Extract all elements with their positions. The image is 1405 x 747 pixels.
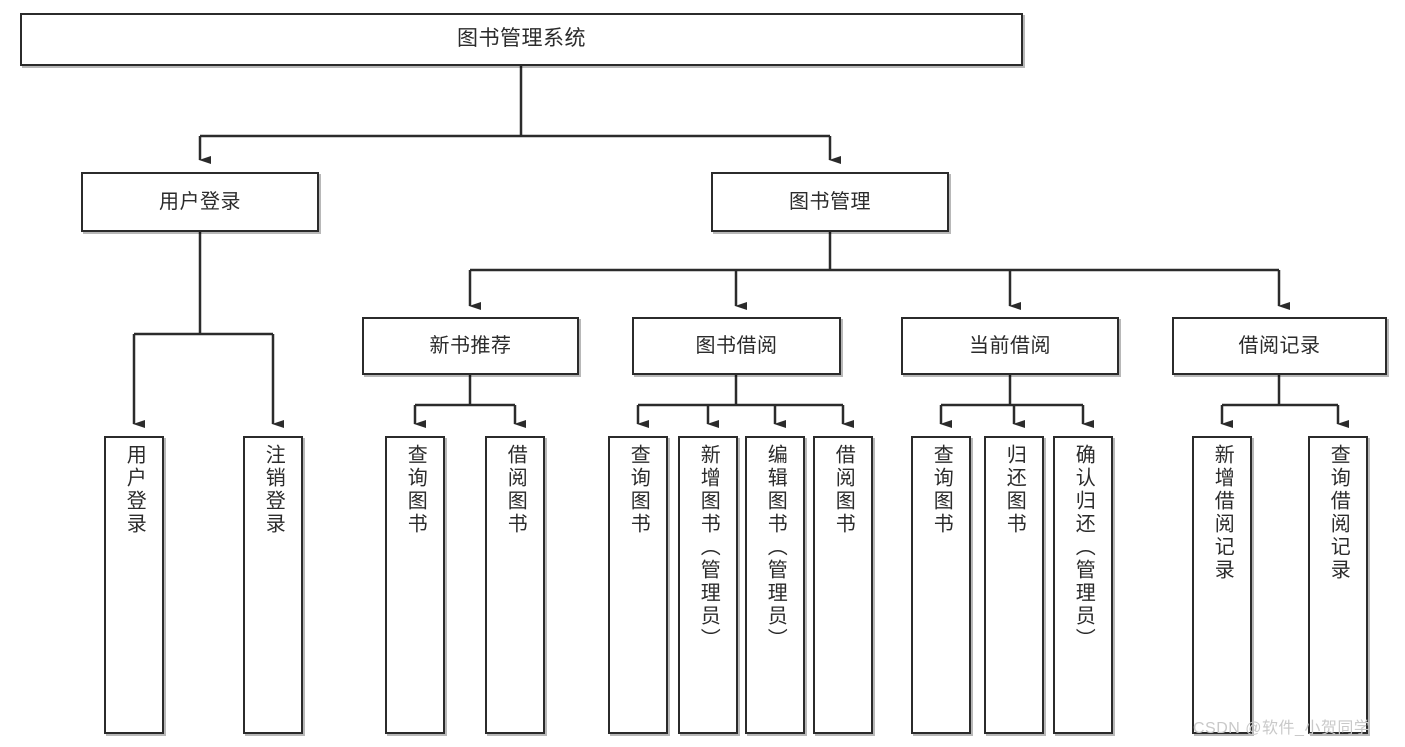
node-leaf-label: 用户登录 — [123, 444, 146, 536]
node-leaf-user-login[interactable]: 用户登录 — [104, 436, 164, 734]
node-leaf-label: 注销登录 — [262, 444, 285, 536]
node-leaf-label: 借阅图书 — [832, 444, 855, 536]
node-leaf-label: 借阅图书 — [504, 444, 527, 536]
node-new-book-recommend[interactable]: 新书推荐 — [362, 317, 579, 375]
node-leaf-query-book-1[interactable]: 查询图书 — [385, 436, 445, 734]
node-leaf-label: 新增借阅记录 — [1211, 444, 1234, 582]
node-user-login[interactable]: 用户登录 — [81, 172, 319, 232]
node-leaf-edit-book[interactable]: 编辑图书（管理员） — [745, 436, 805, 734]
node-book-manage[interactable]: 图书管理 — [711, 172, 949, 232]
node-leaf-logout[interactable]: 注销登录 — [243, 436, 303, 734]
node-leaf-label: 归还图书 — [1003, 444, 1026, 536]
node-root-label: 图书管理系统 — [457, 27, 586, 51]
node-book-borrow-label: 图书借阅 — [695, 334, 778, 357]
node-leaf-label: 新增图书（管理员） — [697, 444, 720, 651]
node-leaf-label: 确认归还（管理员） — [1072, 444, 1095, 651]
node-leaf-label: 查询图书 — [627, 444, 650, 536]
node-book-manage-label: 图书管理 — [789, 190, 871, 213]
node-user-login-label: 用户登录 — [159, 190, 241, 213]
node-book-borrow[interactable]: 图书借阅 — [632, 317, 841, 375]
node-leaf-query-record[interactable]: 查询借阅记录 — [1308, 436, 1368, 734]
node-root[interactable]: 图书管理系统 — [20, 13, 1023, 66]
node-borrow-record[interactable]: 借阅记录 — [1172, 317, 1387, 375]
node-leaf-label: 查询图书 — [404, 444, 427, 536]
node-borrow-record-label: 借阅记录 — [1238, 334, 1321, 357]
node-new-book-recommend-label: 新书推荐 — [429, 334, 512, 357]
node-leaf-query-book-3[interactable]: 查询图书 — [911, 436, 971, 734]
node-leaf-label: 查询借阅记录 — [1327, 444, 1350, 582]
node-current-borrow[interactable]: 当前借阅 — [901, 317, 1119, 375]
node-leaf-borrow-book-1[interactable]: 借阅图书 — [485, 436, 545, 734]
node-leaf-confirm-return[interactable]: 确认归还（管理员） — [1053, 436, 1113, 734]
node-leaf-return-book[interactable]: 归还图书 — [984, 436, 1044, 734]
node-leaf-label: 编辑图书（管理员） — [764, 444, 787, 651]
node-current-borrow-label: 当前借阅 — [969, 334, 1051, 357]
node-leaf-add-record[interactable]: 新增借阅记录 — [1192, 436, 1252, 734]
node-leaf-label: 查询图书 — [930, 444, 953, 536]
node-leaf-query-book-2[interactable]: 查询图书 — [608, 436, 668, 734]
node-leaf-borrow-book-2[interactable]: 借阅图书 — [813, 436, 873, 734]
node-leaf-add-book[interactable]: 新增图书（管理员） — [678, 436, 738, 734]
